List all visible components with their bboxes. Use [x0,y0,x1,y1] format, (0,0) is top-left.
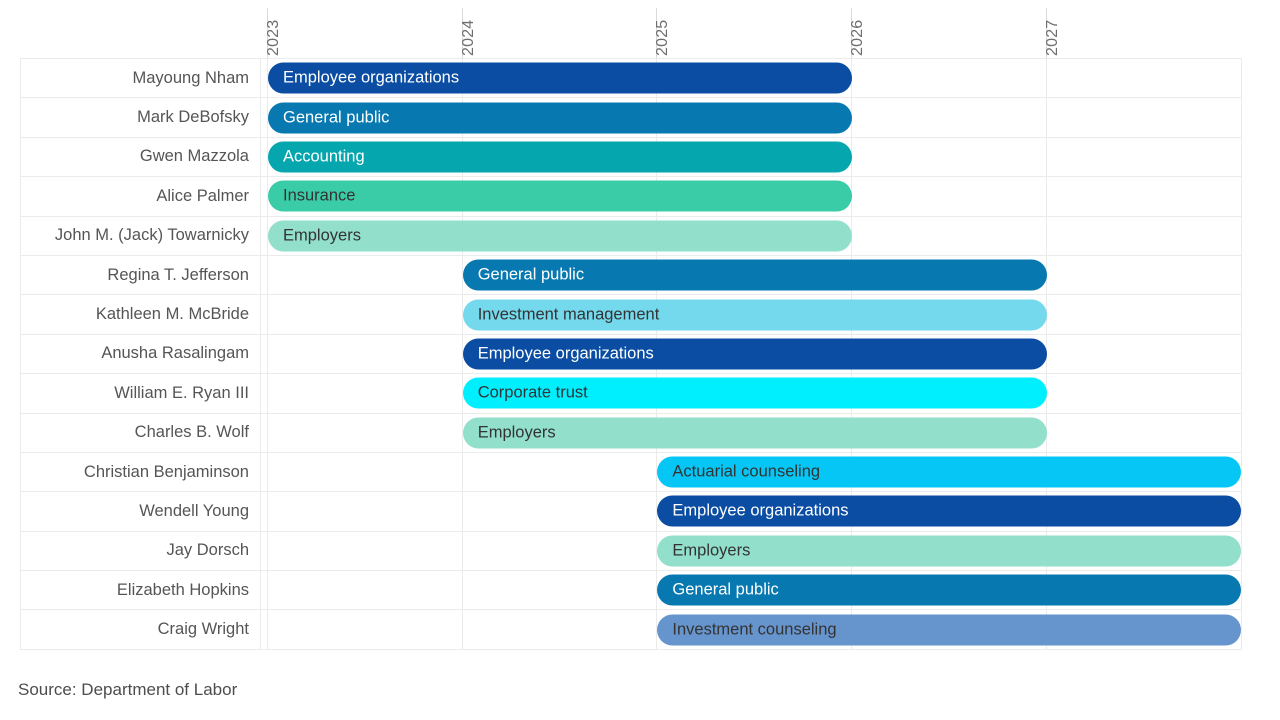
year-tick-line [851,8,853,58]
year-tick-line [461,8,463,58]
row-label-3: Alice Palmer [156,186,249,205]
year-tick-label: 2025 [654,19,672,56]
year-tick-line [267,8,268,58]
gantt-bar-4[interactable]: Employers [268,220,853,252]
table-row[interactable]: Charles B. Wolf Employers [21,414,1241,453]
gantt-bar-14[interactable]: Investment counseling [657,614,1242,646]
year-tick-line [1045,8,1047,58]
year-tick-line [656,8,658,58]
row-label-8: William E. Ryan III [114,383,249,402]
table-row[interactable]: Craig Wright Investment counseling [21,610,1242,650]
table-row[interactable]: Alice Palmer Insurance [21,177,1241,217]
gantt-bar-7[interactable]: Employee organizations [462,338,1047,370]
grid-vline-label-column [260,59,261,650]
table-row[interactable]: Elizabeth Hopkins General public [21,571,1242,611]
gantt-bar-6[interactable]: Investment management [462,299,1047,331]
year-tick-label: 2023 [265,19,282,56]
row-label-12: Jay Dorsch [166,541,249,560]
gantt-bar-9[interactable]: Employers [462,417,1047,449]
table-row[interactable]: Mayoung Nham Employee organizations [21,59,1241,99]
gantt-bar-5[interactable]: General public [462,259,1047,291]
table-row[interactable]: Gwen Mazzola Accounting [21,138,1241,178]
table-row[interactable]: Mark DeBofsky General public [21,98,1241,138]
year-tick-label: 2026 [849,19,867,56]
source-note: Source: Department of Labor [18,680,238,699]
grid-vline-2024 [461,59,463,650]
row-label-14: Craig Wright [157,620,249,639]
table-row[interactable]: Wendell Young Employee organizations [21,492,1242,532]
gantt-bar-0[interactable]: Employee organizations [268,62,853,94]
row-label-7: Anusha Rasalingam [101,344,249,363]
table-row[interactable]: William E. Ryan III Corporate trust [21,374,1241,414]
row-label-13: Elizabeth Hopkins [116,580,249,599]
row-label-2: Gwen Mazzola [139,147,249,166]
table-row[interactable]: John M. (Jack) Towarnicky Employers [21,217,1241,256]
gantt-bar-2[interactable]: Accounting [268,141,853,173]
gantt-bar-10[interactable]: Actuarial counseling [657,456,1242,488]
year-tick-label: 2024 [459,19,477,56]
grid-vline-2023 [267,59,268,650]
gantt-bar-12[interactable]: Employers [657,535,1242,567]
year-axis: 2023 2024 2025 2026 2027 [0,0,1280,58]
gantt-bar-1[interactable]: General public [268,102,853,134]
row-label-0: Mayoung Nham [132,68,249,87]
row-label-10: Christian Benjaminson [83,462,249,481]
gantt-bar-8[interactable]: Corporate trust [462,377,1047,409]
row-label-11: Wendell Young [139,501,249,520]
row-label-4: John M. (Jack) Towarnicky [54,226,249,245]
table-row[interactable]: Anusha Rasalingam Employee organizations [21,335,1241,375]
table-row[interactable]: Regina T. Jefferson General public [21,256,1241,296]
row-label-6: Kathleen M. McBride [95,305,249,324]
gantt-bar-11[interactable]: Employee organizations [657,495,1242,527]
row-label-5: Regina T. Jefferson [107,265,249,284]
table-row[interactable]: Kathleen M. McBride Investment management [21,295,1241,335]
table-row[interactable]: Jay Dorsch Employers [21,532,1242,572]
gantt-bar-3[interactable]: Insurance [268,180,853,212]
gantt-bar-13[interactable]: General public [657,574,1242,606]
row-label-1: Mark DeBofsky [137,108,249,127]
table-row[interactable]: Christian Benjaminson Actuarial counselin… [21,453,1242,493]
year-tick-label: 2027 [1043,19,1061,56]
row-label-9: Charles B. Wolf [134,423,249,442]
